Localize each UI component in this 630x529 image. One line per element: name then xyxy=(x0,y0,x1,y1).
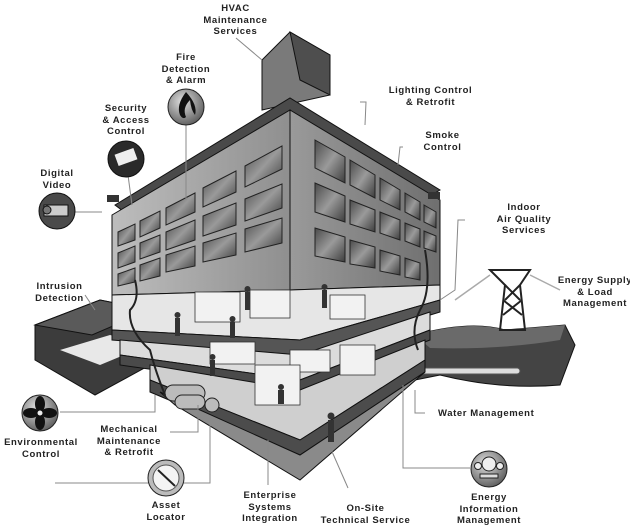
label-intrusion-detection: Intrusion Detection xyxy=(35,281,84,304)
label-water-management: Water Management xyxy=(438,408,535,419)
energy-meter-icon xyxy=(470,450,508,488)
label-smoke-control: Smoke Control xyxy=(423,130,462,153)
label-digital-video: Digital Video xyxy=(40,168,74,191)
label-environmental-control: Environmental Control xyxy=(4,437,78,460)
fire-icon xyxy=(167,88,205,126)
label-security-access: Security & Access Control xyxy=(102,103,150,137)
label-onsite-technical: On-Site Technical Service xyxy=(320,503,411,526)
label-energy-information: Energy Information Management xyxy=(456,492,522,526)
label-energy-supply: Energy Supply & Load Management xyxy=(557,275,630,309)
camera-mounts xyxy=(107,192,440,202)
gauge-icon xyxy=(147,459,185,497)
label-indoor-air-quality: Indoor Air Quality Services xyxy=(496,202,552,236)
label-enterprise-systems: Enterprise Systems Integration xyxy=(242,490,298,524)
label-asset-locator: Asset Locator xyxy=(146,500,186,523)
label-lighting-control: Lighting Control & Retrofit xyxy=(388,85,473,108)
access-card-icon xyxy=(107,140,145,178)
camera-icon xyxy=(38,192,76,230)
power-tower-icon xyxy=(454,269,561,331)
building-main xyxy=(107,31,441,481)
leader-lines xyxy=(55,37,470,489)
label-hvac-maintenance: HVAC Maintenance Services xyxy=(203,3,268,37)
occupant-figures xyxy=(174,284,335,442)
fan-icon xyxy=(21,394,59,432)
label-mechanical-maintenance: Mechanical Maintenance & Retrofit xyxy=(96,424,162,458)
boiler-tanks xyxy=(164,384,220,413)
label-fire-detection: Fire Detection & Alarm xyxy=(161,52,211,86)
right-annex xyxy=(414,324,576,387)
